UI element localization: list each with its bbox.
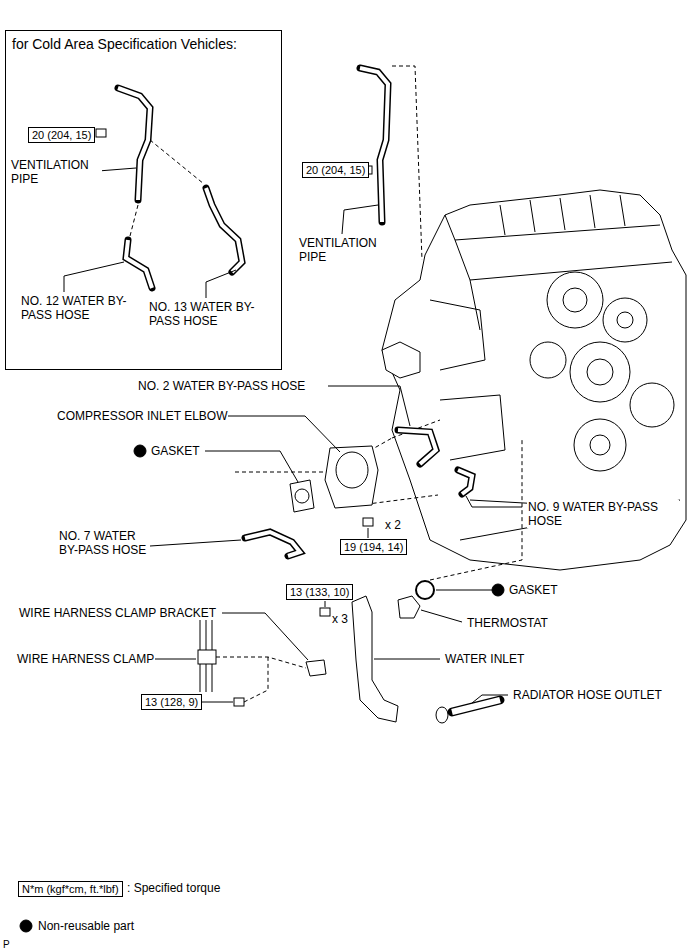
torque-value: N*m (kgf*cm, ft.*lbf) — [22, 883, 119, 895]
engine-pulley — [603, 298, 647, 342]
torque-value: 13 (128, 9) — [145, 696, 198, 708]
radiator-hose — [452, 700, 500, 712]
part-label: GASKET — [150, 444, 201, 458]
ventilation-pipe — [360, 68, 388, 222]
torque-value: 20 (204, 15) — [32, 129, 91, 141]
engine-pulley — [574, 419, 626, 471]
nut — [363, 518, 373, 526]
gasket-hole — [295, 489, 309, 503]
part-label: THERMOSTAT — [466, 616, 549, 630]
part-label: VENTILATION PIPE — [10, 158, 102, 186]
part-label: NO. 12 WATER BY-PASS HOSE — [20, 294, 142, 322]
hose — [245, 532, 300, 556]
part-label: NO. 2 WATER BY-PASS HOSE — [137, 379, 306, 393]
part-label: RADIATOR HOSE OUTLET — [512, 688, 663, 702]
engine-pulley — [590, 435, 610, 455]
ventilation-pipe — [118, 88, 150, 200]
hose — [245, 532, 300, 556]
part-label: WATER INLET — [444, 652, 525, 666]
radiator-hose — [452, 700, 500, 712]
torque-value: 19 (194, 14) — [344, 541, 403, 553]
intake-duct — [382, 342, 420, 378]
hose — [126, 240, 152, 288]
engine-pulley — [570, 342, 630, 402]
panel-heading: for Cold Area Specification Vehicles: — [12, 36, 237, 52]
hose — [398, 430, 436, 464]
engine-pulley — [617, 312, 633, 328]
thermostat — [398, 596, 420, 618]
non-reusable-mark — [492, 584, 504, 596]
part-label: GASKET — [508, 583, 559, 597]
compressor-inlet-elbow — [325, 446, 378, 508]
torque-box: 20 (204, 15) — [28, 127, 95, 143]
clamp-bracket — [306, 660, 326, 676]
hose — [206, 188, 242, 272]
hose-clamp — [436, 707, 448, 723]
non-reusable-mark — [20, 920, 32, 932]
hose — [206, 188, 242, 272]
gasket — [290, 480, 314, 512]
torque-value: 20 (204, 15) — [306, 164, 365, 176]
bolt — [234, 698, 244, 706]
part-label: NO. 13 WATER BY-PASS HOSE — [148, 300, 270, 328]
torque-box: 19 (194, 14) — [340, 539, 407, 555]
leader-line — [342, 170, 378, 234]
engine-pulley — [530, 342, 566, 378]
engine-detail — [430, 195, 680, 540]
part-label: COMPRESSOR INLET ELBOW — [56, 409, 228, 423]
engine-outline — [382, 190, 686, 570]
hose — [126, 240, 152, 288]
part-label: NO. 7 WATER BY-PASS HOSE — [58, 529, 150, 557]
dashed-guide — [430, 440, 522, 580]
dashed-guide — [130, 140, 204, 236]
hose — [398, 430, 436, 464]
part-label: WIRE HARNESS CLAMP — [16, 652, 155, 666]
quantity-label: x 2 — [384, 518, 402, 532]
bolt — [96, 129, 106, 137]
hose — [458, 470, 472, 494]
figure-code: P — [2, 938, 11, 952]
quantity-label: x 3 — [331, 612, 349, 626]
part-label: WIRE HARNESS CLAMP BRACKET — [18, 606, 217, 620]
gasket — [416, 581, 434, 599]
legend-torque-box: N*m (kgf*cm, ft.*lbf) — [18, 881, 123, 897]
non-reusable-mark — [134, 445, 146, 457]
dashed-guide — [216, 657, 306, 702]
legend-text: : Specified torque — [127, 880, 220, 896]
torque-box: 13 (128, 9) — [141, 694, 202, 710]
bolt — [320, 608, 330, 616]
engine-pulley — [587, 359, 613, 385]
dashed-guide — [392, 66, 422, 260]
engine-pulley — [563, 288, 587, 312]
part-label: NO. 9 WATER BY-PASS HOSE — [527, 500, 679, 528]
legend-text: Non-reusable part — [38, 918, 134, 934]
engine-pulley — [547, 272, 603, 328]
hose — [458, 470, 472, 494]
torque-value: 13 (133, 10) — [290, 586, 349, 598]
part-label: VENTILATION PIPE — [298, 236, 400, 264]
torque-box: 13 (133, 10) — [286, 584, 353, 600]
ventilation-pipe — [360, 68, 388, 222]
ventilation-pipe — [118, 88, 150, 200]
torque-box: 20 (204, 15) — [302, 162, 369, 178]
elbow-port — [336, 452, 368, 488]
engine-pulley — [630, 383, 674, 427]
wire-harness-clamp — [198, 650, 216, 664]
